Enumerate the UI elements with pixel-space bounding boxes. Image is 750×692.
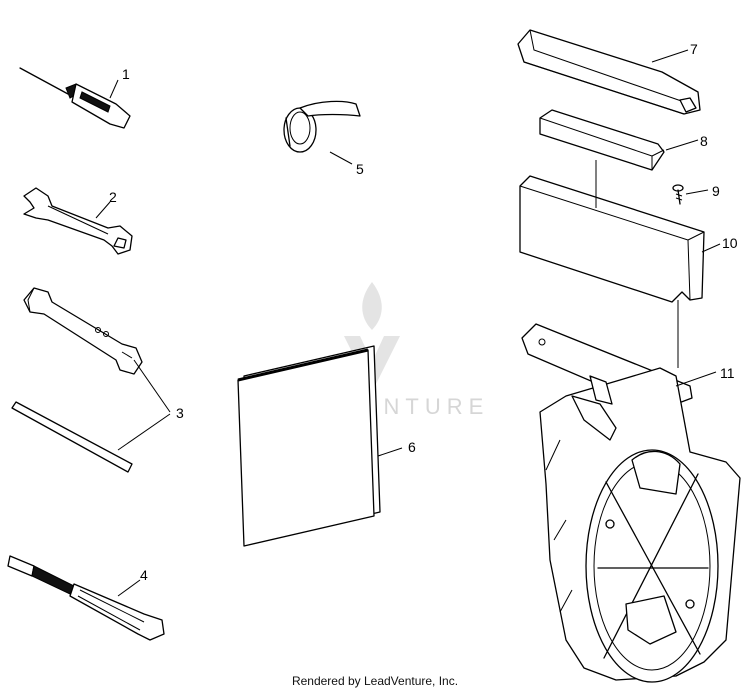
part-5-tape-roll (283, 100, 361, 153)
callout-labels: 1 2 3 4 5 6 7 8 9 10 11 (109, 41, 738, 583)
callout-2: 2 (109, 189, 117, 205)
part-7-toolbox-lid (517, 29, 701, 115)
part-10-toolbox (519, 160, 705, 303)
leader-lines (95, 49, 721, 597)
part-1-screwdriver (19, 67, 131, 129)
callout-7: 7 (690, 41, 698, 57)
callout-10: 10 (722, 235, 738, 251)
callout-1: 1 (122, 66, 130, 82)
callout-4: 4 (140, 567, 148, 583)
part-4-screwdriver (7, 555, 165, 641)
part-2-wrench (23, 187, 133, 255)
part-6-manual (237, 345, 381, 547)
callout-6: 6 (408, 439, 416, 455)
callout-3: 3 (176, 405, 184, 421)
part-8-foam-insert (539, 109, 665, 171)
part-9-screw (672, 184, 684, 205)
footer-credit: Rendered by LeadVenture, Inc. (291, 674, 459, 688)
part-11-bracket-housing (521, 300, 741, 683)
part-3-tube-wrench (11, 287, 143, 473)
callout-9: 9 (712, 183, 720, 199)
callout-11: 11 (720, 365, 735, 381)
callout-5: 5 (356, 161, 364, 177)
callout-8: 8 (700, 133, 708, 149)
